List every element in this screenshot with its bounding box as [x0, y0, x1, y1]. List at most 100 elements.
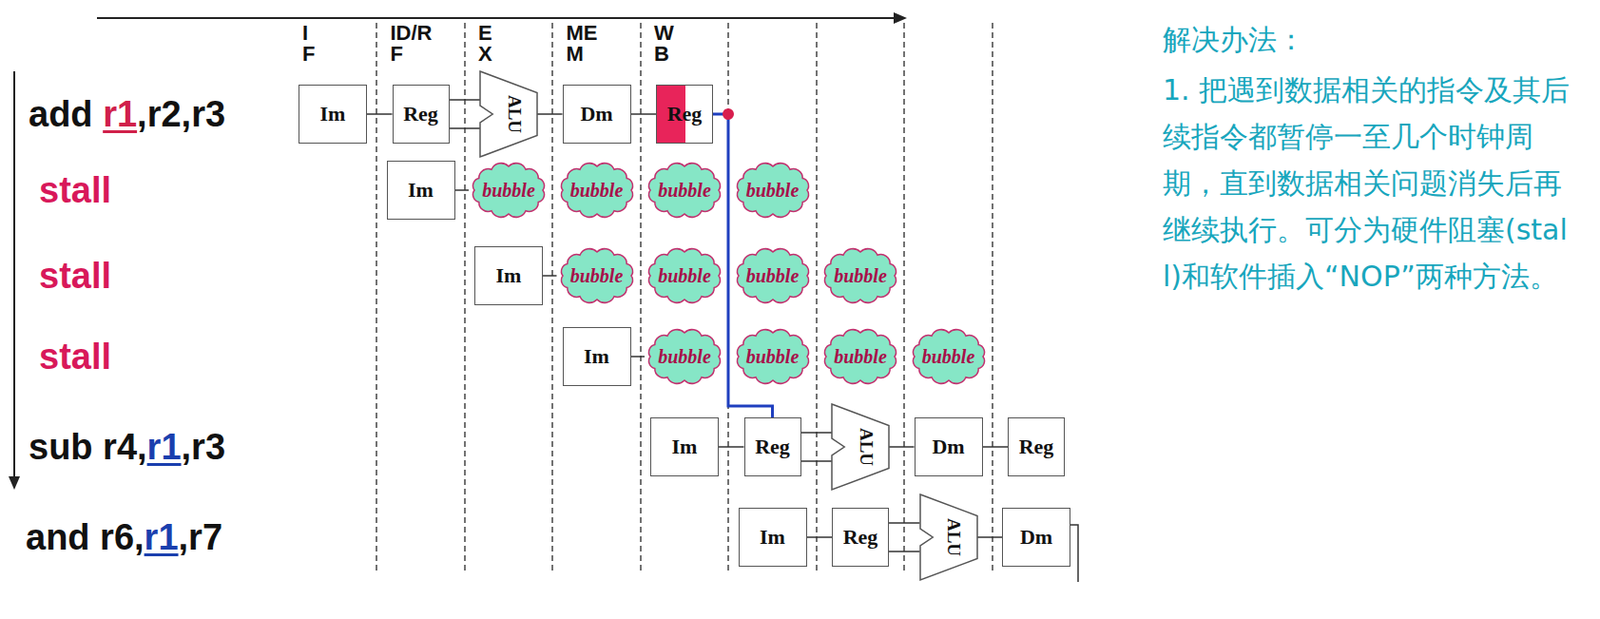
bubble-shape — [912, 329, 984, 385]
bubble-shape — [824, 329, 896, 385]
node-label: bubble — [570, 179, 624, 202]
time-axis — [96, 17, 898, 20]
instruction-memory-box: Im — [562, 327, 632, 386]
node-label: ALU — [503, 95, 525, 134]
instruction-line: stall — [38, 335, 112, 378]
data-memory-box: Dm — [914, 417, 984, 477]
bubble-shape — [560, 249, 633, 304]
stage-dividers — [376, 22, 993, 571]
stage-divider — [815, 22, 818, 571]
alu-symbol: ALU — [480, 71, 538, 157]
data-memory-box: Dm — [562, 84, 632, 144]
bubble-shape — [648, 163, 720, 218]
instruction-text: sub r4, — [28, 425, 148, 468]
instruction-text: E — [478, 22, 493, 44]
bubble-shape — [736, 249, 809, 304]
node-label: bubble — [922, 346, 976, 368]
bubble-shape — [824, 249, 896, 304]
node-label: Im — [759, 524, 786, 550]
stage-divider — [639, 22, 642, 571]
instruction-text: r1 — [144, 516, 179, 559]
node-label: bubble — [833, 265, 887, 288]
instruction-text: ME — [566, 22, 598, 44]
datapath-wire — [801, 431, 833, 434]
node-label: Im — [672, 434, 698, 460]
stall-label: stall — [38, 169, 112, 212]
bubble-cloud: bubble — [644, 327, 725, 386]
instruction-text: M — [566, 43, 584, 65]
register-file-box: Reg — [744, 417, 802, 477]
node-label: Im — [320, 101, 347, 127]
data-memory-box: Dm — [1002, 507, 1071, 567]
datapath-wire — [801, 460, 833, 463]
instruction-text: r1 — [147, 425, 182, 468]
node-label: Im — [583, 344, 610, 369]
register-file-box: Reg — [392, 84, 450, 144]
instruction-text: ,r2,r3 — [136, 93, 226, 135]
alu-symbol: ALU — [831, 404, 889, 490]
datapath-wire — [631, 355, 646, 358]
register-file-box: Reg — [831, 507, 889, 567]
instruction-text: add — [28, 93, 94, 135]
bubble-shape — [648, 329, 720, 385]
writeback-register-box: Reg — [655, 84, 714, 144]
datapath-wire — [631, 113, 657, 116]
node-label: Reg — [1019, 434, 1055, 460]
instruction-text: ,r3 — [181, 425, 226, 468]
stage-divider — [375, 22, 378, 571]
datapath-wire — [888, 521, 921, 524]
instruction-text: F — [302, 43, 315, 65]
instruction-memory-box: Im — [298, 84, 367, 144]
bubble-cloud: bubble — [732, 246, 813, 306]
instruction-text: 1. 把遇到数据相关的指令及其后续指令都暂停一至几个时钟周期，直到数据相关问题消… — [1162, 66, 1574, 300]
bubble-cloud: bubble — [468, 160, 549, 220]
node-label: Reg — [667, 101, 703, 127]
instruction-line: addr1,r2,r3 — [28, 93, 226, 135]
bubble-shape — [736, 329, 809, 385]
bubble-cloud: bubble — [732, 160, 813, 220]
alu-shape — [920, 494, 978, 580]
instruction-text: B — [654, 43, 670, 65]
node-label: Reg — [754, 434, 791, 460]
bubble-cloud: bubble — [644, 246, 725, 306]
node-label: bubble — [746, 265, 800, 288]
node-label: Dm — [579, 101, 613, 127]
instruction-line: and r6,r1,r7 — [25, 516, 223, 559]
bubble-shape — [472, 163, 544, 218]
stage-divider — [903, 22, 906, 571]
instruction-text: ID/R — [390, 22, 433, 44]
node-label: bubble — [746, 346, 800, 368]
node-label: bubble — [657, 265, 712, 288]
bubble-cloud: bubble — [820, 327, 901, 386]
datapath-wire — [807, 536, 833, 539]
node-label: Dm — [1020, 524, 1053, 550]
datapath-wire — [449, 127, 482, 130]
node-label: ALU — [944, 518, 965, 557]
alu-shape — [480, 71, 538, 157]
time-axis-head — [893, 12, 907, 24]
stage-divider — [551, 22, 554, 571]
bubble-cloud: bubble — [908, 327, 989, 386]
datapath-wire — [542, 274, 558, 277]
instruction-line: sub r4,r1,r3 — [28, 425, 226, 468]
bubble-shape — [648, 249, 720, 304]
program-axis-head — [8, 476, 20, 490]
stage-divider — [991, 22, 994, 571]
alu-shape — [831, 404, 889, 490]
bubble-cloud: bubble — [644, 160, 725, 220]
node-label: bubble — [481, 179, 536, 202]
bubble-shape — [736, 163, 809, 218]
bubble-cloud: bubble — [732, 327, 813, 386]
instruction-text: F — [390, 43, 404, 65]
instruction-text: ,r7 — [178, 516, 223, 559]
datapath-wire — [983, 445, 1009, 448]
instruction-line: stall — [38, 169, 112, 212]
datapath-wire — [449, 98, 482, 101]
bracket-wire — [1070, 524, 1079, 582]
node-label: bubble — [746, 179, 800, 202]
datapath-wire — [977, 536, 1003, 539]
node-label: Im — [407, 177, 434, 203]
instruction-text: and r6, — [25, 516, 145, 559]
bubble-shape — [560, 163, 633, 218]
